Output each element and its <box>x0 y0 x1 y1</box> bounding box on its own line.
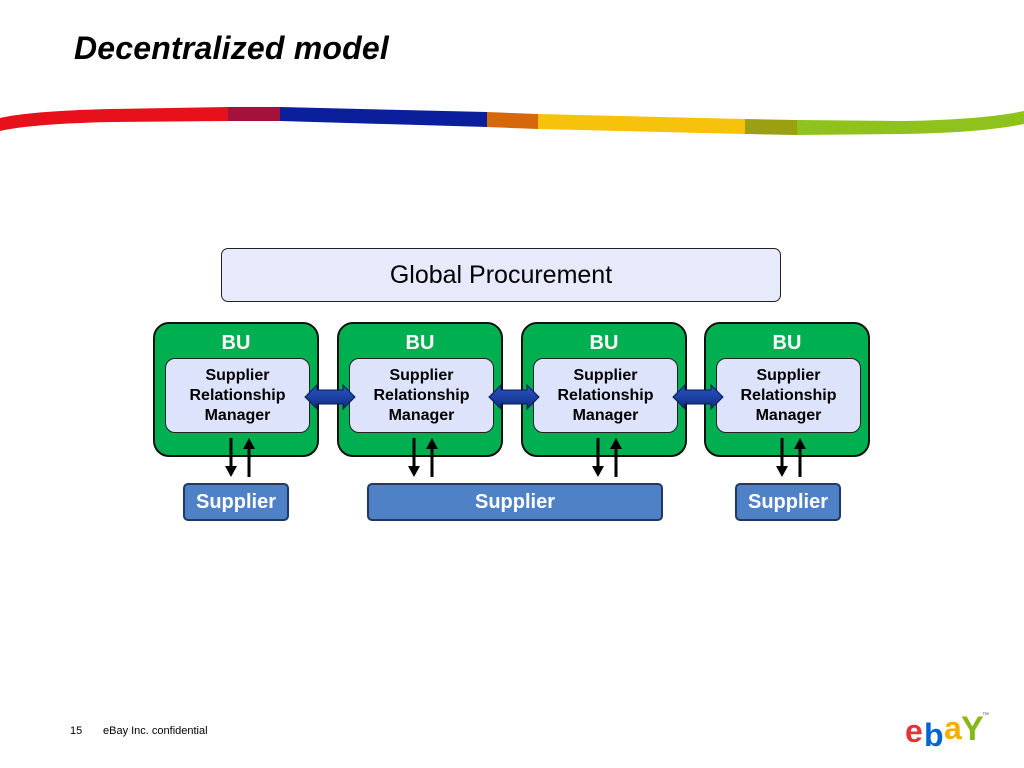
logo-letter-e: e <box>905 713 923 748</box>
bu-label: BU <box>221 332 251 354</box>
supplier-relationship-manager-box: Supplier Relationship Manager <box>533 358 678 433</box>
supplier-relationship-manager-box: Supplier Relationship Manager <box>349 358 494 433</box>
bu-box-4: BU Supplier Relationship Manager <box>704 322 870 457</box>
manager-line-1: Supplier <box>205 366 270 384</box>
logo-letter-a: a <box>944 710 962 746</box>
supplier-relationship-manager-box: Supplier Relationship Manager <box>716 358 861 433</box>
manager-line-3: Manager <box>755 406 822 424</box>
page-number: 15 <box>70 725 83 737</box>
manager-line-2: Relationship <box>557 386 654 404</box>
supplier-box-shared: Supplier <box>367 483 663 521</box>
manager-line-2: Relationship <box>373 386 470 404</box>
manager-line-3: Manager <box>388 406 455 424</box>
supplier-relationship-manager-box: Supplier Relationship Manager <box>165 358 310 433</box>
bu-box-3: BU Supplier Relationship Manager <box>521 322 687 457</box>
supplier-box-1: Supplier <box>183 483 289 521</box>
manager-line-1: Supplier <box>756 366 821 384</box>
slide-title: Decentralized model <box>74 30 390 66</box>
manager-line-2: Relationship <box>189 386 286 404</box>
bu-box-2: BU Supplier Relationship Manager <box>337 322 503 457</box>
global-procurement-box: Global Procurement <box>221 248 781 302</box>
manager-line-1: Supplier <box>573 366 638 384</box>
manager-line-3: Manager <box>204 406 271 424</box>
bu-label: BU <box>405 332 435 354</box>
manager-line-3: Manager <box>572 406 639 424</box>
logo-trademark: ™ <box>982 712 989 719</box>
supplier-box-3: Supplier <box>735 483 841 521</box>
bu-label: BU <box>589 332 619 354</box>
bu-box-1: BU Supplier Relationship Manager <box>153 322 319 457</box>
footer-confidential: eBay Inc. confidential <box>103 725 208 737</box>
bu-label: BU <box>772 332 802 354</box>
ebay-logo: e b a Y ™ <box>905 710 989 748</box>
manager-line-1: Supplier <box>389 366 454 384</box>
logo-letter-b: b <box>924 717 944 748</box>
color-band <box>0 107 1024 135</box>
manager-line-2: Relationship <box>740 386 837 404</box>
logo-letter-y: Y <box>961 710 984 748</box>
